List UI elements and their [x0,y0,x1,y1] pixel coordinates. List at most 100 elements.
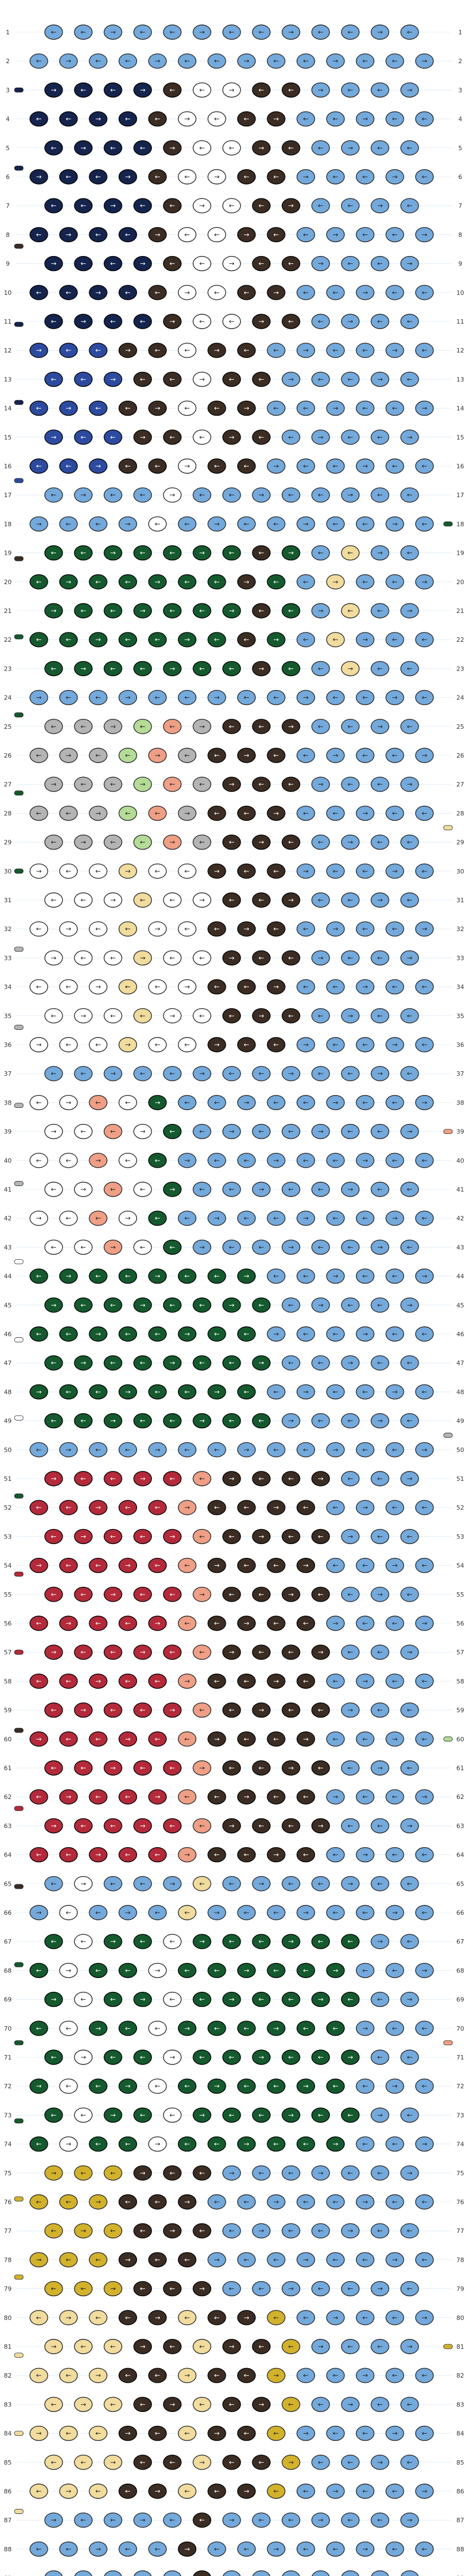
knot [267,1557,286,1573]
knot-direction-icon: ← [125,405,130,412]
knot [29,748,48,763]
knot-direction-icon: ← [155,1504,160,1511]
knot [163,1123,182,1139]
knot [311,1413,330,1429]
knot [296,689,316,706]
knot-direction-icon: ← [184,1562,190,1570]
knot [163,1934,182,1949]
knot-direction-icon: → [36,1562,42,1570]
knot [252,776,271,792]
knot [207,1616,226,1631]
knot [148,748,167,763]
knot-direction-icon: ← [51,549,57,557]
knot-direction-icon: → [170,839,175,846]
knot-direction-icon: → [110,1243,116,1251]
knot [385,689,404,706]
knot [370,1934,389,1949]
knot-direction-icon: ← [95,1388,101,1396]
knot [177,285,197,300]
knot-direction-icon: ← [303,2371,308,2379]
knot-direction-icon: ← [303,2545,308,2553]
knot-direction-icon: ← [214,1157,220,1164]
knot-direction-icon: → [184,2198,190,2206]
knot [29,1095,48,1111]
knot-direction-icon: ← [273,925,279,933]
knot [415,1731,434,1747]
knot [74,140,93,156]
knot [89,1500,108,1515]
knot-direction-icon: ← [36,57,42,65]
knot [237,343,256,358]
knot [400,1182,419,1197]
knot [177,53,197,69]
knot-direction-icon: ← [273,1619,279,1627]
knot [400,1529,419,1545]
knot [89,111,108,127]
knot [341,2223,360,2238]
knot-direction-icon: → [362,809,368,817]
knot [29,227,48,243]
knot [89,400,108,416]
knot-direction-icon: ← [318,2227,323,2235]
knot [326,1731,345,1747]
knot-direction-icon: ← [36,231,42,238]
knot [237,979,256,995]
knot [74,1297,93,1313]
knot [89,1326,108,1342]
knot-direction-icon: ← [125,983,130,991]
knot-direction-icon: ← [288,1301,294,1309]
row-label-left: 87 [4,2517,12,2524]
knot-direction-icon: ← [288,318,294,325]
knot-direction-icon: ← [318,896,323,904]
knot-direction-icon: ← [273,520,279,528]
knot [59,2078,78,2094]
knot [104,1760,123,1776]
knot-direction-icon: ← [65,1330,71,1338]
knot [370,1702,389,1718]
row-label-left: 76 [4,2199,12,2206]
knot [148,1905,167,1920]
knot [148,1095,167,1111]
knot [163,1066,182,1081]
knot-direction-icon: ← [51,1359,57,1367]
knot-direction-icon: ← [392,2545,398,2553]
knot-direction-icon: → [51,2343,57,2350]
row-label-right: 8 [459,231,462,238]
knot-direction-icon: ← [65,2025,71,2032]
knot [311,545,330,561]
knot [385,516,404,532]
knot-direction-icon: ← [214,231,220,238]
knot-direction-icon: ← [170,954,175,962]
knot [59,2194,78,2210]
knot [163,545,182,561]
knot [355,689,375,706]
knot-direction-icon: → [407,86,413,94]
knot [355,1905,375,1920]
knot-direction-icon: ← [333,1735,338,1743]
knot-direction-icon: ← [199,86,205,94]
knot-direction-icon: ← [273,1098,279,1106]
knot [222,1760,241,1776]
knot-direction-icon: ← [333,289,338,297]
knot-direction-icon: ← [318,1532,323,1540]
knot [44,719,63,734]
knot [148,169,167,185]
knot-direction-icon: ← [155,115,160,123]
knot-direction-icon: ← [170,549,175,557]
knot [118,53,138,69]
knot-direction-icon: → [184,983,190,991]
knot [282,2396,301,2413]
knot-direction-icon: ← [199,665,205,672]
knot [104,255,123,272]
knot-direction-icon: ← [140,723,145,730]
knot [163,140,182,156]
knot-direction-icon: → [36,520,42,528]
knot [59,1962,78,1979]
knot [133,1529,152,1545]
knot-direction-icon: → [348,1880,353,1888]
knot-direction-icon: ← [303,2198,308,2206]
row-label-right: 74 [456,2141,464,2148]
knot [44,2339,63,2354]
knot-direction-icon: → [362,2545,368,2553]
knot [355,1616,375,1631]
